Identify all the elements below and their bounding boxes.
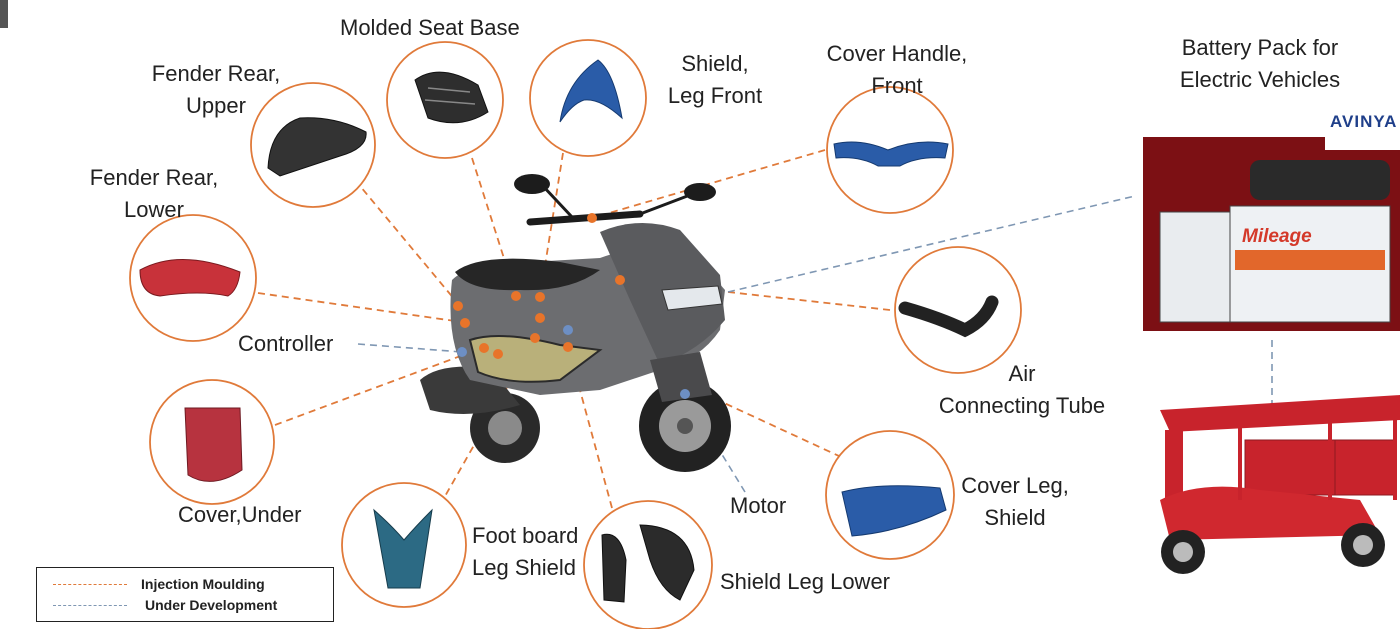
dot-fender-lower <box>460 318 470 328</box>
label-air-tube-line1: Air <box>1008 361 1036 386</box>
dot-cover-leg <box>535 313 545 323</box>
label-controller: Controller <box>238 331 334 356</box>
label-fender-rear-upper-line1: Fender Rear, <box>151 61 281 86</box>
scooter-image <box>420 174 731 472</box>
label-cover-leg-shield: Cover Leg, Shield <box>955 470 1075 534</box>
battery-pack-image <box>1143 98 1400 331</box>
part-circle-cover-leg <box>825 430 955 560</box>
label-fender-rear-lower-line2: Lower <box>124 197 184 222</box>
label-fender-rear-lower-line1: Fender Rear, <box>89 165 219 190</box>
part-circle-shield-front <box>529 39 647 157</box>
mileage-logo: Mileage <box>1242 226 1312 247</box>
label-air-connecting-tube: Air Connecting Tube <box>928 358 1116 422</box>
connector-battery <box>727 195 1136 293</box>
label-shield-leg-front-line2: Leg Front <box>667 83 763 108</box>
label-cover-handle-front: Cover Handle, Front <box>818 38 976 102</box>
label-shield-leg-lower: Shield Leg Lower <box>720 569 891 594</box>
connector-fender-lower <box>257 292 463 323</box>
dot-dev-1 <box>563 325 573 335</box>
label-shield-leg-front-line1: Shield, <box>681 51 749 76</box>
part-circle-fender-upper <box>250 82 376 208</box>
dot-fender-upper <box>453 301 463 311</box>
e-rickshaw-image <box>1160 395 1400 574</box>
part-circle-seat-base <box>386 41 504 159</box>
legend-development-label: Under Development <box>145 597 278 613</box>
part-circle-air-tube <box>894 246 1022 374</box>
label-molded-seat-base: Molded Seat Base <box>340 15 520 40</box>
avinya-logo: AVINYA <box>1330 112 1398 131</box>
dot-cover-under <box>479 343 489 353</box>
label-foot-board-line2: Leg Shield <box>472 555 576 580</box>
dot-shield-lower <box>563 342 573 352</box>
dot-air-tube <box>615 275 625 285</box>
corner-tab <box>0 0 8 28</box>
label-cover-leg-shield-line1: Cover Leg, <box>961 473 1069 498</box>
label-cover-handle-front-line1: Cover Handle, <box>826 41 968 66</box>
dot-controller <box>457 347 467 357</box>
part-circle-cover-under <box>149 379 275 505</box>
label-shield-leg-front: Shield, Leg Front <box>660 48 770 112</box>
part-dots <box>453 213 690 399</box>
label-air-tube-line2: Connecting Tube <box>938 393 1106 418</box>
label-foot-board-line1: Foot board <box>472 523 579 548</box>
dot-under-1 <box>493 349 503 359</box>
part-circle-fender-lower <box>129 214 257 342</box>
dot-motor <box>680 389 690 399</box>
part-circle-foot-board <box>341 482 467 608</box>
dot-foot-board <box>530 333 540 343</box>
legend-item-development: Under Development <box>53 595 277 615</box>
label-fender-rear-upper: Fender Rear, Upper <box>144 58 288 122</box>
connector-handle-front <box>591 149 826 219</box>
part-circle-handle-front <box>826 86 954 214</box>
legend: Injection Moulding Under Development <box>36 567 334 622</box>
label-cover-leg-shield-line2: Shield <box>984 505 1046 530</box>
label-fender-rear-lower: Fender Rear, Lower <box>84 162 224 226</box>
label-cover-under: Cover,Under <box>178 502 302 527</box>
label-battery-pack: Battery Pack for Electric Vehicles <box>1162 32 1358 96</box>
label-battery-pack-line2: Electric Vehicles <box>1179 67 1341 92</box>
dot-handle <box>587 213 597 223</box>
label-motor: Motor <box>730 493 787 518</box>
label-foot-board-leg-shield: Foot board Leg Shield <box>472 520 578 584</box>
dot-shield-front <box>535 292 545 302</box>
connector-controller <box>357 343 463 353</box>
connector-fender-upper <box>354 179 456 301</box>
connector-cover-under <box>274 347 483 426</box>
connector-air-tube <box>619 279 891 311</box>
dot-seat-base <box>511 291 521 301</box>
part-circle-shield-lower <box>583 500 713 629</box>
label-battery-pack-line1: Battery Pack for <box>1181 35 1339 60</box>
legend-item-injection: Injection Moulding <box>53 574 265 594</box>
label-cover-handle-front-line2: Front <box>871 73 923 98</box>
legend-injection-label: Injection Moulding <box>141 576 265 592</box>
connector-shield-lower <box>567 345 613 509</box>
legend-injection-swatch <box>53 583 127 585</box>
legend-development-swatch <box>53 604 127 606</box>
label-fender-rear-upper-line2: Upper <box>186 93 246 118</box>
